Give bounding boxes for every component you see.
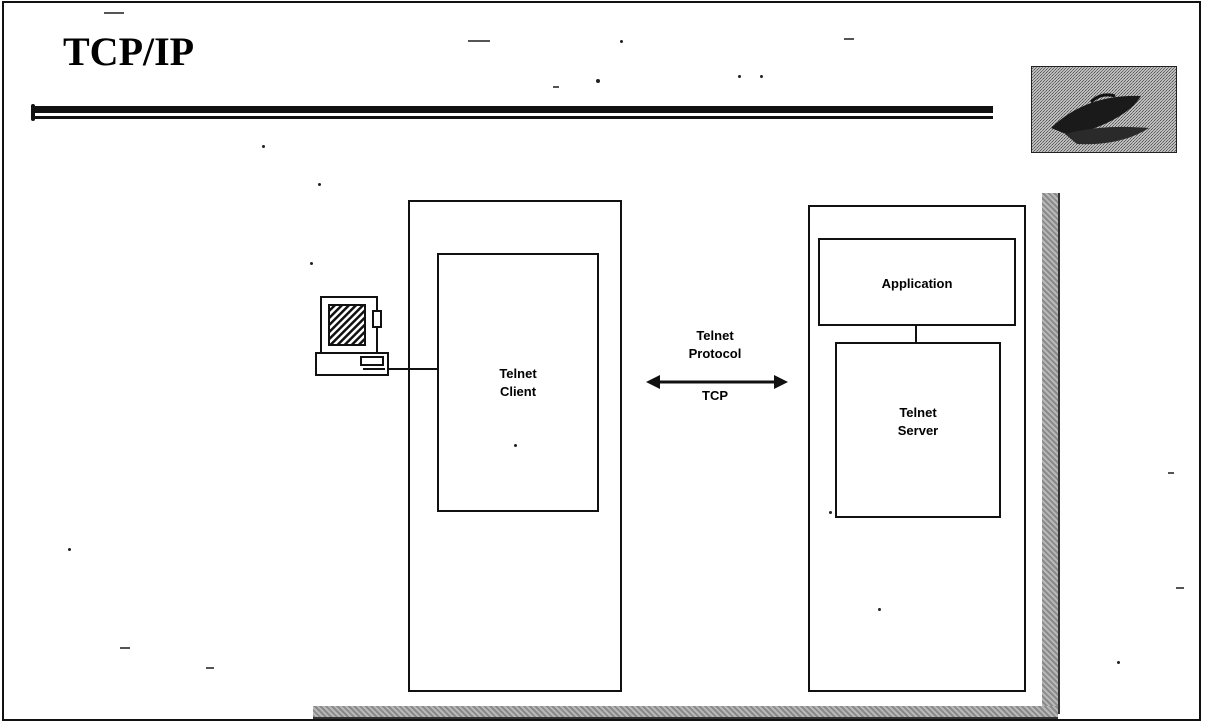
scan-dash: [1176, 587, 1184, 589]
scan-dash: [1168, 472, 1174, 474]
scan-speck: [262, 145, 265, 148]
telnet-server-box: Telnet Server: [835, 342, 1001, 518]
scan-dash: [206, 667, 214, 669]
scan-speck: [760, 75, 763, 78]
scan-dash: [468, 40, 490, 42]
title-rule-cap: [31, 104, 35, 121]
scan-speck: [596, 79, 600, 83]
shadow-bar-right: [1042, 193, 1060, 714]
scan-speck: [878, 608, 881, 611]
protocol-label-line1: Telnet: [660, 327, 770, 345]
scan-speck: [1117, 661, 1120, 664]
double-headed-arrow-icon: [646, 374, 788, 390]
title-rule-thick: [33, 106, 993, 113]
application-server-connector: [915, 326, 917, 343]
protocol-label-line2: Protocol: [660, 345, 770, 363]
scan-speck: [310, 262, 313, 265]
scan-dash: [104, 12, 124, 14]
telnet-server-label-line2: Server: [837, 422, 999, 440]
scan-speck: [318, 183, 321, 186]
scan-speck: [829, 511, 832, 514]
application-box: Application: [818, 238, 1016, 326]
slide-title: TCP/IP: [63, 28, 194, 75]
scan-speck: [620, 40, 623, 43]
application-label: Application: [820, 275, 1014, 293]
scan-speck: [68, 548, 71, 551]
shadow-bar-bottom: [313, 706, 1058, 719]
telnet-server-label-line1: Telnet: [837, 404, 999, 422]
scan-dash: [553, 86, 559, 88]
telnet-client-box: Telnet Client: [437, 253, 599, 512]
title-rule-thin: [33, 116, 993, 119]
telnet-client-label-line1: Telnet: [439, 365, 597, 383]
scan-dash: [120, 647, 130, 649]
terminal-client-connector: [388, 368, 438, 370]
scan-speck: [514, 444, 517, 447]
scan-dash: [844, 38, 854, 40]
desktop-computer-icon: [315, 295, 391, 379]
scan-speck: [738, 75, 741, 78]
telnet-client-label-line2: Client: [439, 383, 597, 401]
satellite-dish-logo-icon: [1031, 66, 1177, 153]
